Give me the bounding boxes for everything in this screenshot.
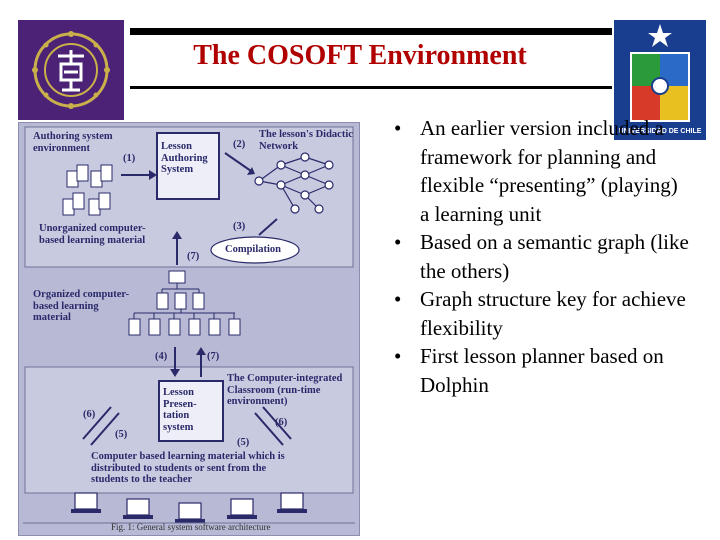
figure-label-lesson-authoring: Lesson Authoring System bbox=[161, 141, 208, 176]
bullet-item: First lesson planner based on Dolphin bbox=[392, 342, 692, 399]
header-rule-top bbox=[130, 28, 620, 35]
figure-step-7a: (7) bbox=[187, 251, 200, 262]
figure-caption: Fig. 1: General system software architec… bbox=[111, 522, 271, 532]
figure-step-3: (3) bbox=[233, 221, 246, 232]
figure-step-2: (2) bbox=[233, 139, 246, 150]
figure-label-unorganized: Unorganized computer-based learning mate… bbox=[39, 223, 146, 246]
figure-label-didactic-network: The lesson's Didactic Network bbox=[259, 129, 353, 152]
figure-step-6a: (6) bbox=[83, 409, 96, 420]
figure-label-organized: Organized computer-based learning materi… bbox=[33, 289, 130, 324]
university-seal-logo bbox=[18, 20, 124, 120]
figure-step-7b: (7) bbox=[207, 351, 220, 362]
figure-step-5a: (5) bbox=[115, 429, 128, 440]
figure-step-4: (4) bbox=[155, 351, 168, 362]
figure-step-5b: (5) bbox=[237, 437, 250, 448]
figure-label-authoring-env: Authoring system environment bbox=[33, 131, 113, 154]
bullet-item: Graph structure key for achieve flexibil… bbox=[392, 285, 692, 342]
page-title: The COSOFT Environment bbox=[193, 40, 527, 71]
figure-label-classroom: The Computer-integrated Classroom (run-t… bbox=[227, 373, 343, 408]
architecture-figure: Authoring system environment (1) Lesson … bbox=[18, 122, 360, 536]
figure-label-compilation: Compilation bbox=[225, 244, 282, 255]
figure-step-6b: (6) bbox=[275, 417, 288, 428]
bullet-item: Based on a semantic graph (like the othe… bbox=[392, 228, 692, 285]
header-rule-bottom bbox=[130, 86, 620, 89]
figure-label-lesson-presentation: Lesson Presen-tation system bbox=[163, 387, 197, 433]
figure-step-1: (1) bbox=[123, 153, 136, 164]
figure-label-distributed: Computer based learning material which i… bbox=[91, 451, 285, 486]
bullet-item: An earlier version included a framework … bbox=[392, 114, 692, 228]
bullet-list: An earlier version included a framework … bbox=[392, 114, 692, 399]
